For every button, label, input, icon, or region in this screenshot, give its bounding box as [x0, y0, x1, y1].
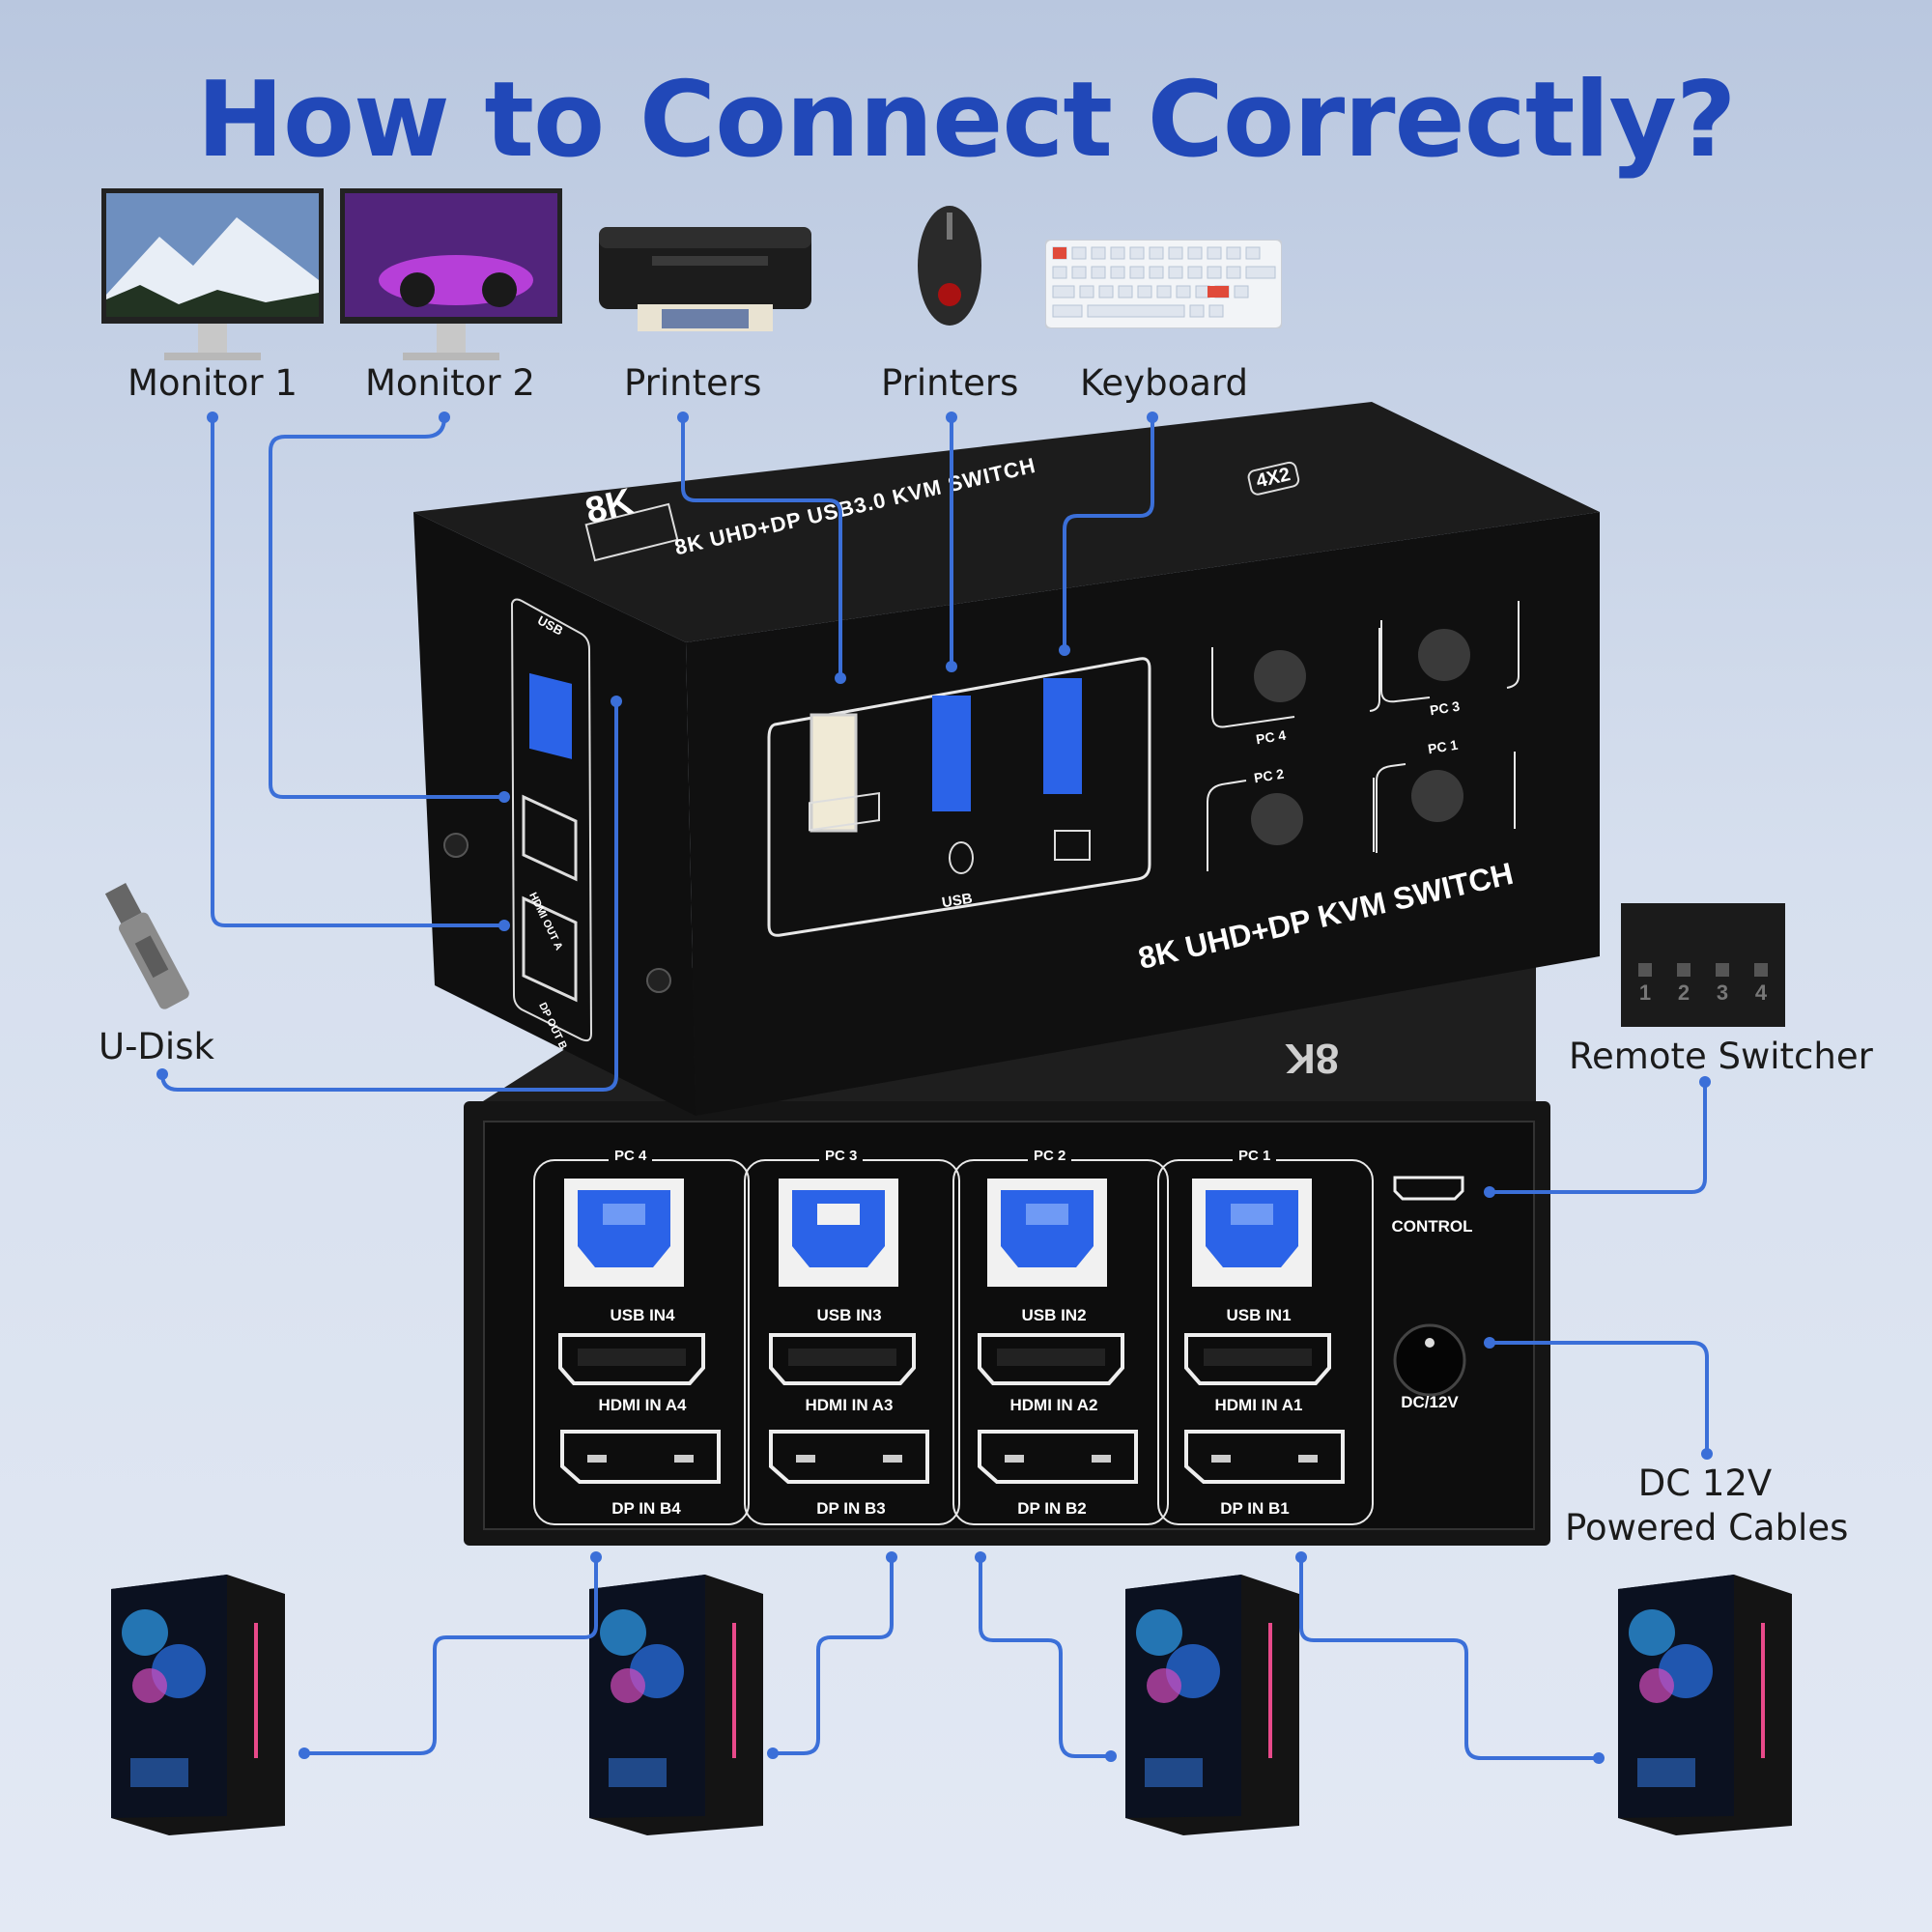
- monitor-2-icon: [340, 188, 562, 360]
- hdmi-in-a3-label: HDMI IN A3: [805, 1396, 894, 1414]
- dp-in-b4-label: DP IN B4: [611, 1499, 681, 1518]
- dp-in-ports: [560, 1430, 1345, 1484]
- printer-icon: [599, 227, 811, 331]
- hdmi-in-a4-label: HDMI IN A4: [598, 1396, 687, 1414]
- remote-key-2[interactable]: 2: [1677, 980, 1690, 1005]
- dp-in-b3-label: DP IN B3: [816, 1499, 886, 1518]
- mouse-label: Printers: [881, 362, 1019, 404]
- pc-group-4-label: PC 4: [609, 1148, 653, 1164]
- hdmi-in-ports: [558, 1333, 1331, 1385]
- usb-in2-label: USB IN2: [1021, 1306, 1087, 1324]
- dc-power-label: DC/12V: [1401, 1393, 1459, 1411]
- usb-in3-port[interactable]: [779, 1179, 898, 1287]
- dp-in-b1-label: DP IN B1: [1220, 1499, 1290, 1518]
- pc-tower-3-icon: [1125, 1575, 1299, 1835]
- monitor-2-label: Monitor 2: [365, 362, 535, 404]
- kvm-top-unit: [413, 402, 1600, 1116]
- monitor-1-icon: [101, 188, 324, 360]
- dp-in-b2-port[interactable]: [978, 1430, 1138, 1484]
- usb-in2-port[interactable]: [987, 1179, 1107, 1287]
- usb-in4-label: USB IN4: [610, 1306, 675, 1324]
- usb-b-ports: [564, 1179, 1312, 1287]
- keyboard-label: Keyboard: [1080, 362, 1248, 404]
- pc-tower-2-icon: [589, 1575, 763, 1835]
- remote-switcher-label: Remote Switcher: [1569, 1036, 1873, 1077]
- remote-key-1[interactable]: 1: [1638, 980, 1652, 1005]
- hdmi-in-a1-port[interactable]: [1184, 1333, 1331, 1385]
- power-cable-label-line1: DC 12V: [1637, 1463, 1773, 1504]
- hdmi-in-a3-port[interactable]: [769, 1333, 916, 1385]
- dp-in-b3-port[interactable]: [769, 1430, 929, 1484]
- control-port[interactable]: [1391, 1174, 1468, 1203]
- printer-label: Printers: [624, 362, 762, 404]
- pc-group-2-label: PC 2: [1028, 1148, 1072, 1164]
- hdmi-in-a2-label: HDMI IN A2: [1009, 1396, 1098, 1414]
- mouse-icon: [918, 206, 981, 326]
- control-port-label: CONTROL: [1391, 1217, 1473, 1236]
- back-panel-ports: PC 4 PC 3 PC 2 PC 1: [533, 1148, 1490, 1526]
- pc-tower-4-icon: [1618, 1575, 1792, 1835]
- dp-in-b1-port[interactable]: [1184, 1430, 1345, 1484]
- pc-group-1-label: PC 1: [1233, 1148, 1277, 1164]
- usb-in4-port[interactable]: [564, 1179, 684, 1287]
- page-title: How to Connect Correctly?: [196, 60, 1736, 181]
- hdmi-in-a1-label: HDMI IN A1: [1214, 1396, 1303, 1414]
- hdmi-in-a2-port[interactable]: [978, 1333, 1124, 1385]
- keyboard-icon: [1045, 240, 1282, 328]
- usb-in3-label: USB IN3: [816, 1306, 882, 1324]
- remote-key-3[interactable]: 3: [1716, 980, 1729, 1005]
- dp-in-b4-port[interactable]: [560, 1430, 721, 1484]
- usb-in1-label: USB IN1: [1226, 1306, 1292, 1324]
- usb-drive-icon: [104, 882, 189, 1009]
- usb-in1-port[interactable]: [1192, 1179, 1312, 1287]
- power-cable-label-line2: Powered Cables: [1565, 1507, 1849, 1548]
- monitor-1-label: Monitor 1: [128, 362, 298, 404]
- pc-group-3-label: PC 3: [819, 1148, 864, 1164]
- hdmi-in-a4-port[interactable]: [558, 1333, 705, 1385]
- pc-tower-1-icon: [111, 1575, 285, 1835]
- udisk-label: U-Disk: [99, 1026, 214, 1067]
- dc-power-jack[interactable]: [1391, 1321, 1468, 1399]
- remote-key-4[interactable]: 4: [1754, 980, 1768, 1005]
- remote-switcher-icon: [1621, 903, 1785, 1027]
- remote-key-labels: 1 2 3 4: [1621, 980, 1785, 1009]
- dp-in-b2-label: DP IN B2: [1017, 1499, 1087, 1518]
